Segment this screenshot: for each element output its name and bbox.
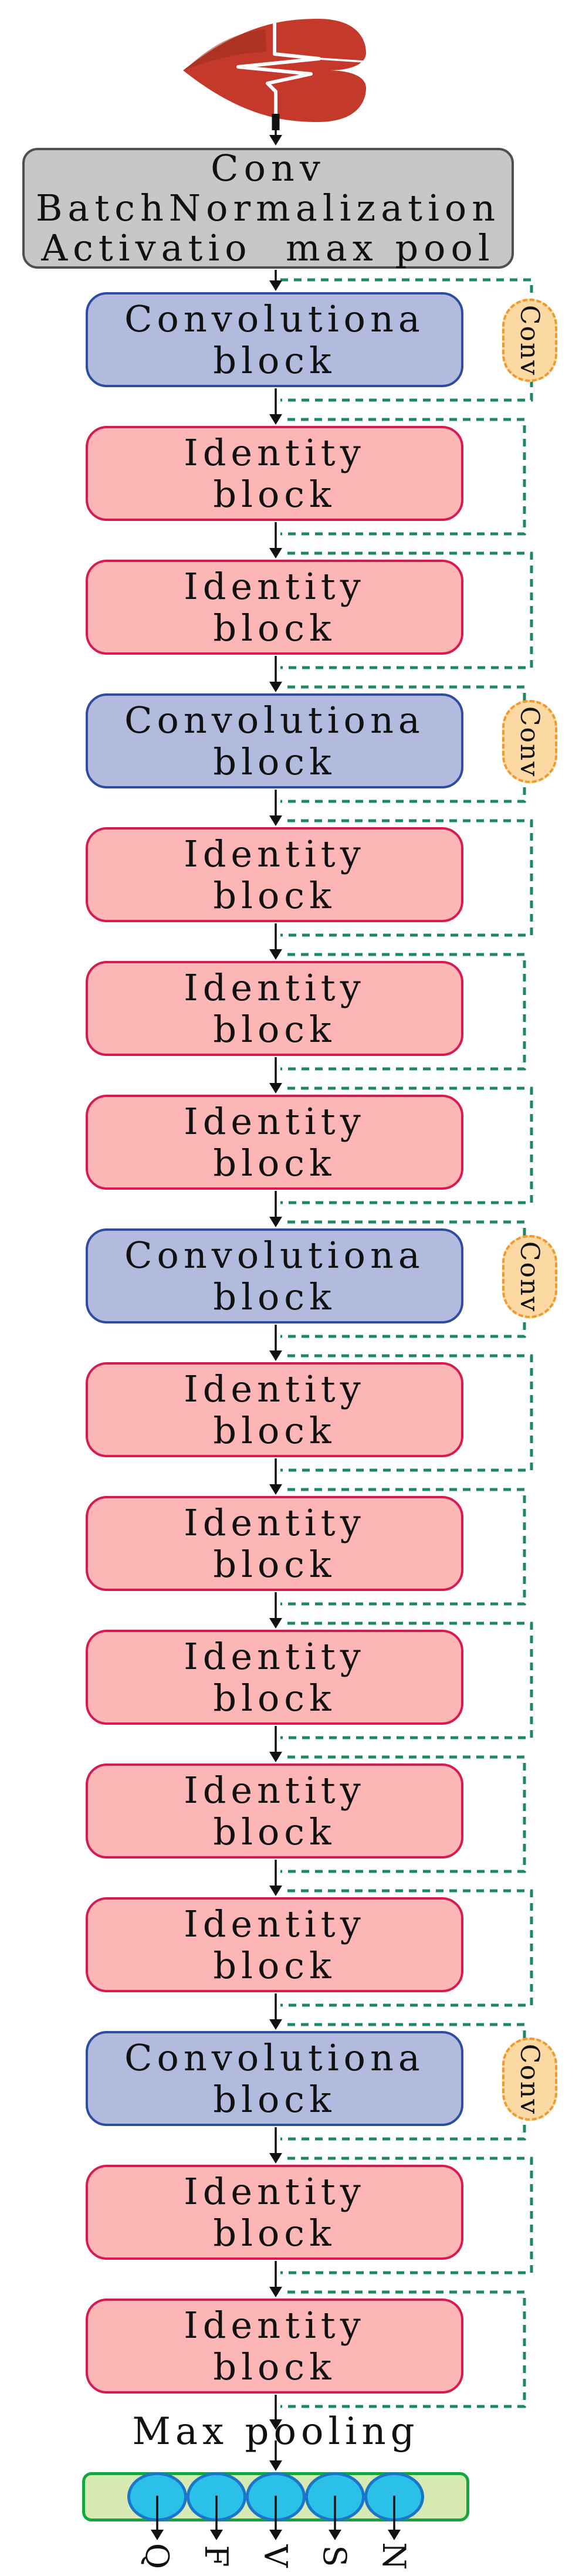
block-label: Convolutiona [124,2036,425,2079]
skip-connection-wire [280,418,526,536]
block-label: block [213,874,336,917]
skip-connection-wire [280,1755,526,1873]
stem-block: Conv BatchNormalization Activatio max po… [22,148,514,269]
block-label: block [213,2078,336,2121]
block-label: Identity [184,1769,365,1812]
conv-shortcut-pill: Conv [502,299,557,382]
skip-connection-wire [280,1354,533,1472]
block-label: Convolutiona [124,699,425,742]
skip-connection-wire [280,1220,526,1338]
skip-connection-wire [280,685,526,803]
block-label: Identity [184,2304,365,2347]
stem-line: Activatio max pool [41,226,495,269]
block-label: Identity [184,431,365,474]
ecg-trace [236,18,365,121]
block-label: block [213,1543,336,1586]
class-label-n: N [375,2542,413,2570]
block-label: Identity [184,1501,365,1544]
block-label: Identity [184,1635,365,1678]
conv-shortcut-pill: Conv [502,2037,557,2121]
skip-connection-wire [280,2023,526,2141]
block-label: Convolutiona [124,1234,425,1277]
block-label: block [213,1275,336,1318]
block-label: Identity [184,565,365,608]
output-neuron [246,2472,306,2521]
block-label: block [213,2212,336,2255]
skip-connection-wire [280,2290,526,2408]
block-label: block [213,1142,336,1184]
block-label: block [213,339,336,382]
stem-line: BatchNormalization [35,187,501,229]
class-label-q: Q [138,2543,176,2570]
output-neuron [127,2472,187,2521]
block-label: block [213,473,336,516]
skip-connection-wire [280,1086,533,1204]
skip-connection-wire [280,1488,526,1606]
block-label: block [213,2345,336,2388]
skip-connection-wire [280,2157,533,2274]
block-label: block [213,1008,336,1051]
conv-shortcut-pill: Conv [502,700,557,783]
max-pooling-label: Max pooling [132,2410,419,2453]
stem-line: Conv [211,147,326,189]
block-label: Identity [184,2170,365,2213]
output-neuron [305,2472,365,2521]
conv-shortcut-pill: Conv [502,1235,557,1318]
block-label: Identity [184,1903,365,1945]
block-label: Identity [184,966,365,1009]
skip-connection-wire [280,953,526,1071]
block-label: block [213,1677,336,1719]
output-neuron [364,2472,424,2521]
block-label: Identity [184,832,365,875]
block-label: Identity [184,1367,365,1410]
block-label: block [213,1944,336,1987]
skip-connection-wire [280,819,533,937]
block-label: block [213,607,336,649]
class-label-s: S [316,2545,354,2567]
block-label: block [213,740,336,783]
class-label-f: F [198,2545,235,2567]
skip-connection-wire [280,1622,533,1739]
block-label: block [213,1409,336,1452]
block-label: Identity [184,1100,365,1143]
block-label: block [213,1810,336,1853]
class-label-v: V [257,2544,294,2568]
block-label: Convolutiona [124,297,425,340]
output-neuron [187,2472,246,2521]
skip-connection-wire [280,1889,533,2007]
skip-connection-wire [280,551,533,669]
